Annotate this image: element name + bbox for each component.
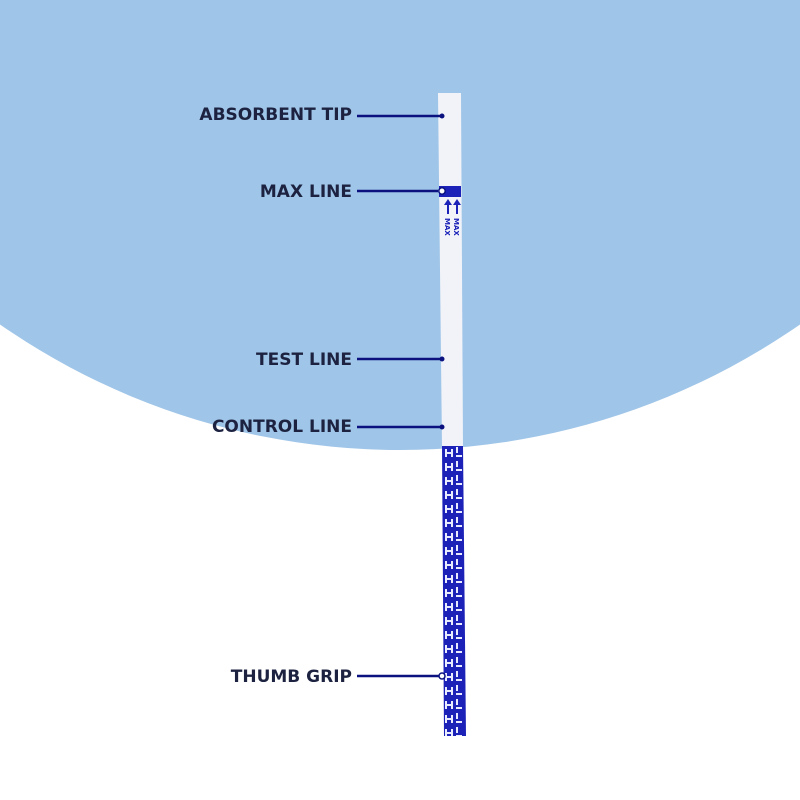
label-thumb-grip: THUMB GRIP [230, 667, 352, 687]
strip-max-band [439, 186, 461, 197]
strip-absorbent-section [438, 93, 463, 447]
strip-max-text-2: MAX [452, 218, 460, 236]
dot-max-line [438, 187, 446, 195]
dot-control-line [439, 424, 445, 430]
dot-test-line [439, 356, 445, 362]
label-test-line: TEST LINE [256, 350, 352, 370]
strip-thumb-grip [442, 446, 466, 736]
strip-max-arrows [444, 199, 461, 214]
backdrop-circle [0, 0, 800, 450]
label-absorbent-tip: ABSORBENT TIP [199, 105, 352, 125]
label-control-line: CONTROL LINE [211, 417, 352, 437]
dot-absorbent-tip [439, 113, 445, 119]
test-strip: MAX MAX [438, 93, 466, 736]
dot-thumb-grip [438, 672, 446, 680]
strip-max-text: MAX [443, 218, 451, 236]
callout-leaders [357, 113, 446, 680]
label-max-line: MAX LINE [259, 182, 352, 202]
